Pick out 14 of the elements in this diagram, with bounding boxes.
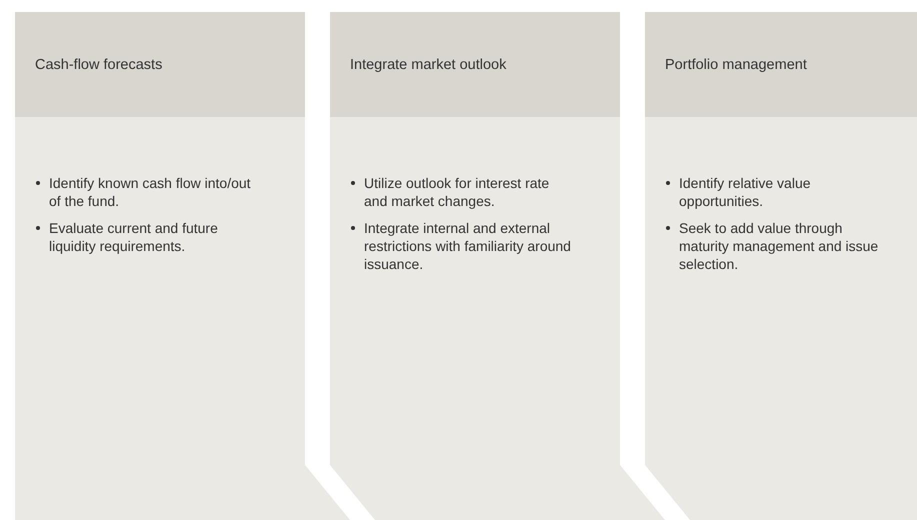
bullet-text: Integrate internal and external restrictions with familiarity around issuance. (364, 220, 571, 272)
stage-column (15, 12, 305, 520)
stage-column (645, 12, 917, 520)
chevron-arrow (305, 465, 350, 520)
bullet-text: Identify relative value opportunities. (679, 175, 811, 209)
bullet-text: Seek to add value through maturity management and issue selection. (679, 220, 878, 272)
chevron-arrow (620, 465, 665, 520)
bullet-text: Evaluate current and future liquidity requirements. (49, 220, 218, 254)
bullet-text: Identify known cash flow into/out of the fund. (49, 175, 251, 209)
bullet-text: Utilize outlook for interest rate and market changes. (364, 175, 550, 209)
column-heading: Portfolio management (645, 12, 917, 117)
column-heading: Cash-flow forecasts (15, 12, 305, 117)
stage-column (330, 12, 620, 520)
column-heading: Integrate market outlook (330, 12, 620, 117)
